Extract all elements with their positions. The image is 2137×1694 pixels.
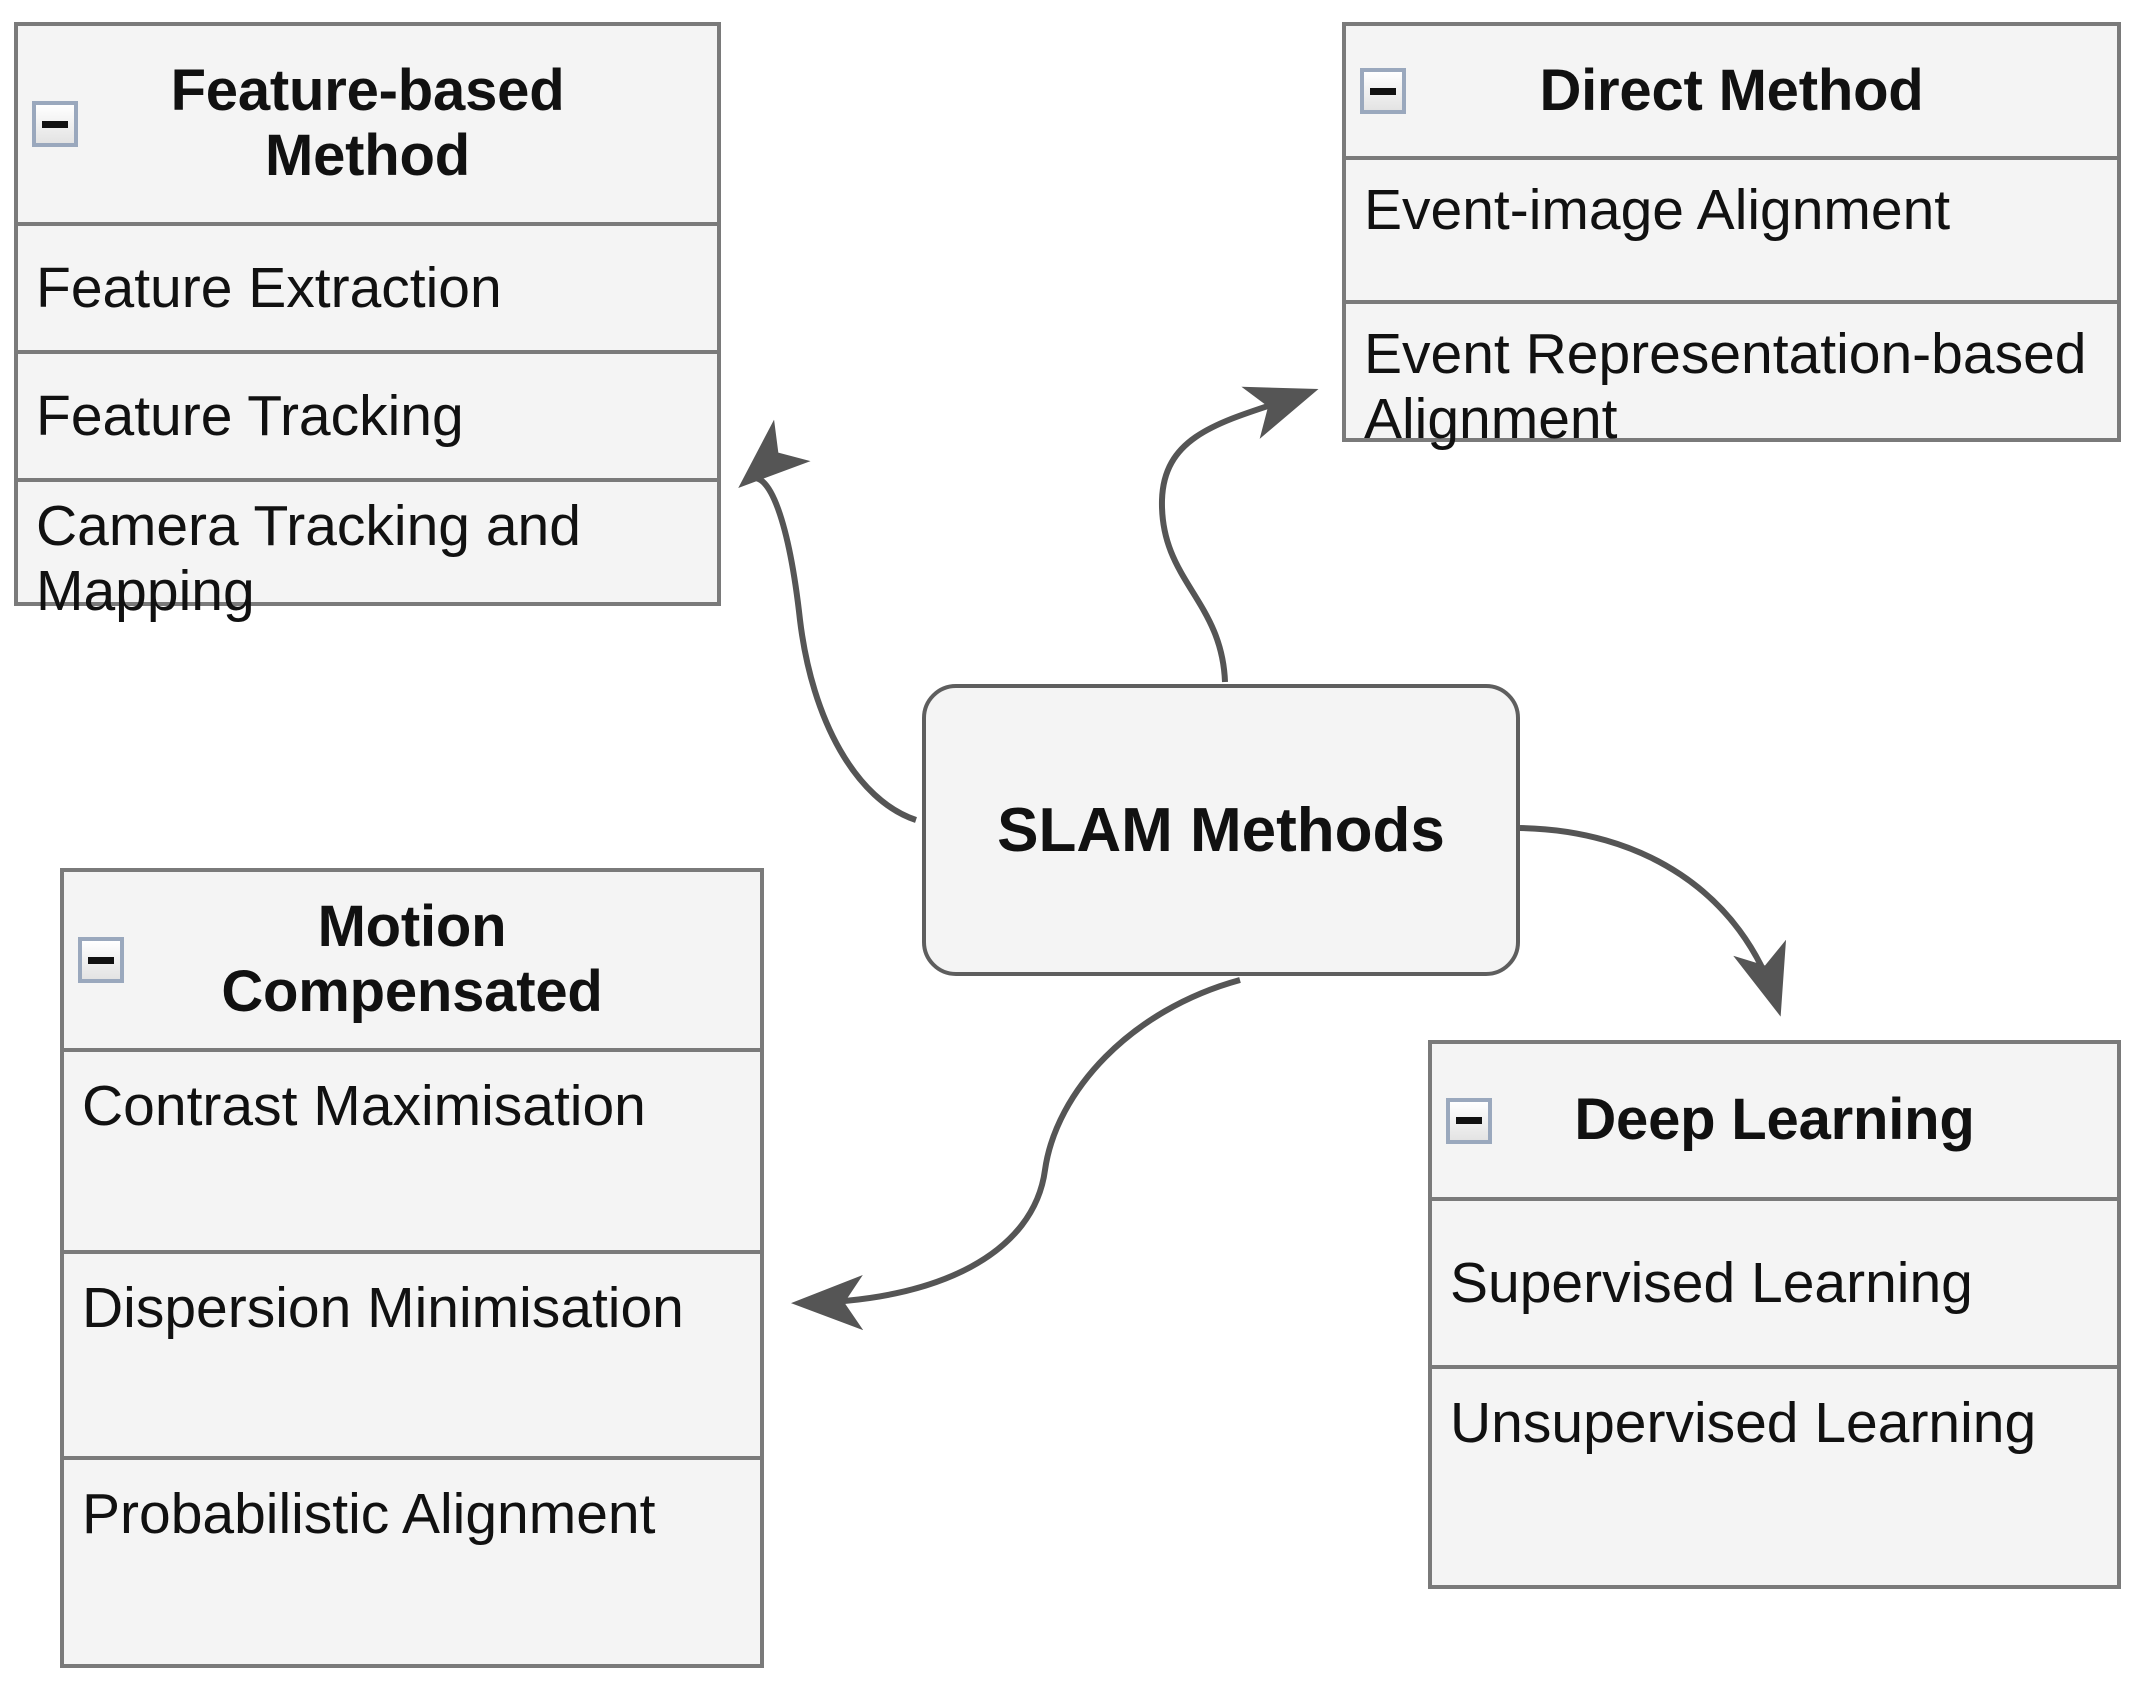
group-title-line: Direct Method xyxy=(1539,57,1924,123)
group-direct-method[interactable]: Direct Method Event-image Alignment Even… xyxy=(1342,22,2121,451)
list-item[interactable]: Event Representation-based Alignment xyxy=(1364,322,2087,451)
group-title-line: Deep Learning xyxy=(1574,1087,1975,1153)
list-item[interactable]: Feature Tracking xyxy=(18,354,717,482)
group-header-motion-compensated: Motion Compensated xyxy=(64,872,760,1052)
group-title-line: Feature-based xyxy=(170,58,565,124)
minus-collapse-icon[interactable] xyxy=(1360,68,1406,114)
group-title-feature-based-method: Feature-based Method xyxy=(170,58,565,189)
minus-collapse-icon[interactable] xyxy=(1446,1097,1492,1144)
edge-slam-to-motion-compensated xyxy=(791,977,1241,1331)
list-item[interactable]: Event-image Alignment xyxy=(1346,160,2117,304)
center-node-label: SLAM Methods xyxy=(997,795,1445,865)
group-header-deep-learning: Deep Learning xyxy=(1432,1044,2117,1201)
center-node-slam-methods[interactable]: SLAM Methods xyxy=(922,684,1520,976)
edge-slam-to-deep-learning xyxy=(1519,825,1786,1017)
edge-slam-to-direct-method xyxy=(1158,386,1319,683)
edge-slam-to-feature-based xyxy=(738,419,917,823)
group-title-line: Motion xyxy=(317,894,507,960)
group-header-feature-based-method: Feature-based Method xyxy=(18,26,717,226)
list-item[interactable]: Supervised Learning xyxy=(1432,1201,2117,1369)
group-deep-learning[interactable]: Deep Learning Supervised Learning Unsupe… xyxy=(1428,1040,2121,1589)
group-motion-compensated[interactable]: Motion Compensated Contrast Maximisation… xyxy=(60,868,764,1668)
list-item[interactable]: Camera Tracking and Mapping xyxy=(36,494,581,623)
list-item[interactable]: Feature Extraction xyxy=(18,226,717,354)
group-feature-based-method[interactable]: Feature-based Method Feature Extraction … xyxy=(14,22,721,623)
list-item[interactable]: Contrast Maximisation xyxy=(64,1052,760,1254)
list-item[interactable]: Unsupervised Learning xyxy=(1450,1391,2037,1455)
group-title-deep-learning: Deep Learning xyxy=(1574,1087,1975,1153)
minus-collapse-icon[interactable] xyxy=(78,937,124,983)
list-item[interactable]: Dispersion Minimisation xyxy=(64,1254,760,1460)
group-title-line: Method xyxy=(265,123,470,188)
group-title-line: Compensated xyxy=(221,959,603,1024)
group-title-motion-compensated: Motion Compensated xyxy=(221,894,603,1025)
group-header-direct-method: Direct Method xyxy=(1346,26,2117,160)
group-title-direct-method: Direct Method xyxy=(1539,57,1924,124)
list-item[interactable]: Probabilistic Alignment xyxy=(82,1482,656,1546)
minus-collapse-icon[interactable] xyxy=(32,101,78,147)
